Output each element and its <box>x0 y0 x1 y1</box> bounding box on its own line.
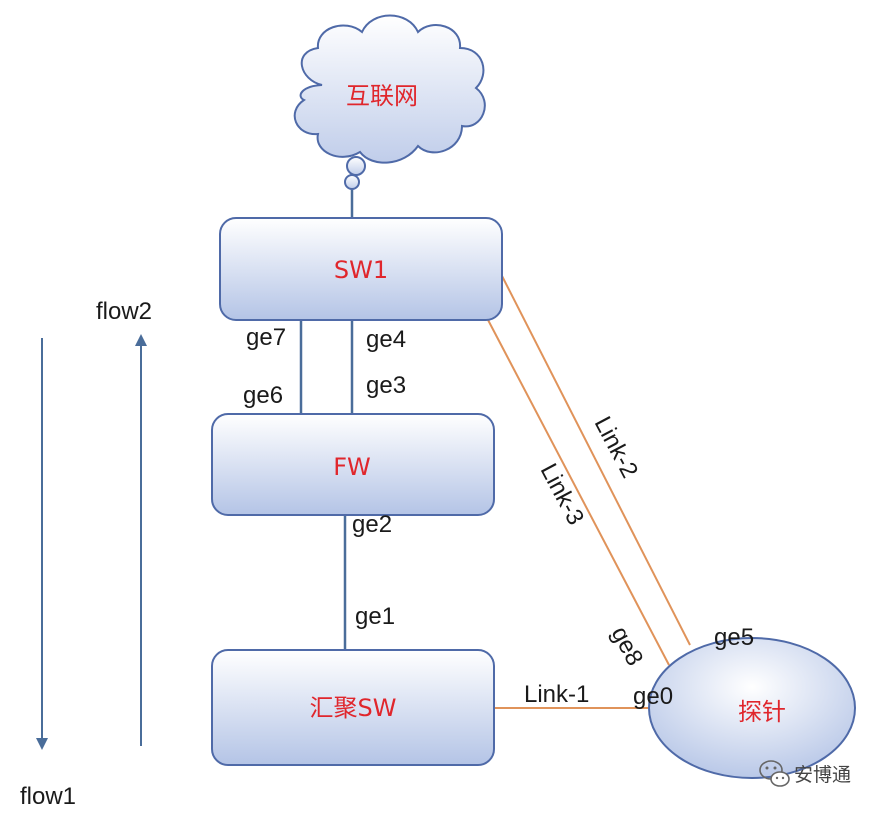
cloud-tail-bubble-large <box>346 156 366 176</box>
cloud-shape <box>293 14 486 164</box>
port-ge3: ge3 <box>366 372 406 399</box>
sw1-label: SW1 <box>334 256 388 284</box>
link-3-label: Link-3 <box>535 459 590 529</box>
port-ge8: ge8 <box>606 622 649 670</box>
wechat-icon <box>759 760 790 787</box>
agg-sw-box <box>211 649 495 766</box>
sw1-box <box>219 217 503 321</box>
link-3-line <box>486 317 670 666</box>
port-ge2: ge2 <box>352 511 392 538</box>
probe-ellipse <box>648 637 856 779</box>
cloud-tail-bubble-small <box>344 174 360 190</box>
port-ge7: ge7 <box>246 324 286 351</box>
watermark-text: 安博通 <box>794 764 851 786</box>
sw1-node: SW1 <box>219 217 503 321</box>
flow1-label: flow1 <box>20 783 76 810</box>
fw-node: FW <box>211 413 495 516</box>
agg-sw-label: 汇聚SW <box>310 694 397 722</box>
link-1-label: Link-1 <box>524 681 589 708</box>
port-ge5: ge5 <box>714 624 754 651</box>
port-ge1: ge1 <box>355 603 395 630</box>
agg-sw-node: 汇聚SW <box>211 649 495 766</box>
probe-label: 探针 <box>738 698 786 726</box>
internet-label: 互联网 <box>346 82 418 110</box>
link-2-label: Link-2 <box>589 412 644 482</box>
link-2-line <box>499 271 691 646</box>
watermark: 安博通 <box>759 760 851 787</box>
port-ge4: ge4 <box>366 326 406 353</box>
probe-node: 探针 <box>648 637 856 779</box>
internet-cloud: 互联网 <box>293 14 486 190</box>
fw-box <box>211 413 495 516</box>
port-ge6: ge6 <box>243 382 283 409</box>
port-ge0: ge0 <box>633 683 673 710</box>
flow2-label: flow2 <box>96 298 152 325</box>
fw-label: FW <box>333 453 371 481</box>
